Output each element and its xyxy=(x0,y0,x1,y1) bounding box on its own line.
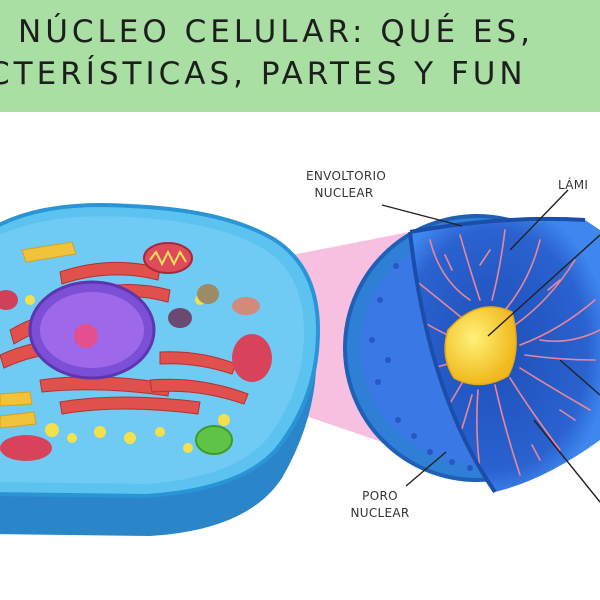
label-poro-nuclear: PORO NUCLEAR xyxy=(340,488,420,522)
label-poro-line-2: NUCLEAR xyxy=(350,506,410,520)
zoomed-nucleus xyxy=(343,214,600,494)
golgi xyxy=(0,241,77,429)
label-lamina: LÁMI xyxy=(558,178,589,192)
label-envoltorio-line-2: NUCLEAR xyxy=(314,186,374,200)
mitochondria xyxy=(0,242,272,461)
chromatin xyxy=(414,229,600,476)
lysosome xyxy=(195,425,233,455)
animal-cell xyxy=(0,203,321,536)
title-line-1: NÚCLEO CELULAR: QUÉ ES, xyxy=(18,14,535,50)
label-poro-line-1: PORO xyxy=(362,489,398,503)
title-line-2: CTERÍSTICAS, PARTES Y FUN xyxy=(0,56,527,92)
cell-nucleolus xyxy=(74,324,98,348)
cut-edge xyxy=(408,216,586,494)
label-envoltorio-line-1: ENVOLTORIO xyxy=(306,169,387,183)
callout-lines xyxy=(381,189,600,503)
title-banner: NÚCLEO CELULAR: QUÉ ES, CTERÍSTICAS, PAR… xyxy=(0,0,600,112)
label-envoltorio-nuclear: ENVOLTORIO NUCLEAR xyxy=(306,168,387,202)
